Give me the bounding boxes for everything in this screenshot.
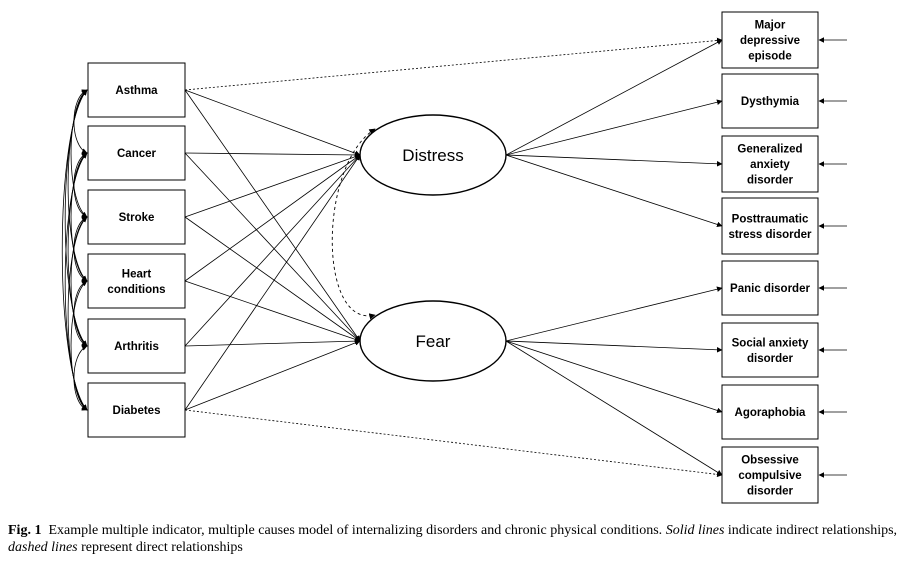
covariance-arc-cancer-heart: [70, 152, 88, 282]
indicator-box-ptsd: Posttraumatic stress disorder: [721, 197, 819, 255]
indicator-box-ocd-label: disorder: [747, 486, 794, 498]
indicator-box-ocd: Obsessive compulsive disorder: [721, 446, 819, 504]
cause-box-stroke: Stroke: [87, 189, 186, 245]
loading-distress-to-mde: [505, 39, 723, 156]
indicator-box-mde-label: episode: [748, 51, 791, 63]
path-stroke-to-distress: [184, 154, 361, 218]
path-diabetes-to-fear: [184, 340, 361, 411]
cause-box-stroke-label: Stroke: [119, 212, 155, 224]
cause-box-cancer-label: Cancer: [117, 148, 157, 160]
indicator-box-agoraphobia: Agoraphobia: [721, 384, 819, 440]
covariance-arc-stroke-arthritis: [70, 216, 88, 347]
cause-box-diabetes-label: Diabetes: [113, 405, 161, 417]
caption-text-2: indicate indirect relationships,: [727, 523, 898, 538]
indicator-box-gad-label: disorder: [747, 175, 794, 187]
indicator-box-dysthymia-label: Dysthymia: [741, 96, 800, 108]
indicator-box-mde: Major depressive episode: [721, 11, 819, 69]
latent-fear: Fear: [359, 300, 507, 382]
cause-box-heart: Heart conditions: [87, 253, 186, 309]
path-asthma-to-fear: [184, 89, 361, 342]
cause-box-heart-label: Heart: [122, 268, 152, 280]
indicator-box-social: Social anxiety disorder: [721, 322, 819, 378]
indicator-box-gad-label: Generalized: [737, 144, 802, 156]
cause-box-arthritis-label: Arthritis: [114, 341, 159, 353]
figure-label: Fig. 1: [8, 523, 42, 538]
indicator-box-panic-label: Panic disorder: [730, 283, 810, 295]
indicator-box-ocd-label: compulsive: [738, 470, 801, 482]
cause-box-heart-label: conditions: [107, 284, 165, 296]
indicator-box-agoraphobia-label: Agoraphobia: [735, 407, 807, 419]
indicator-box-social-label: Social anxiety: [732, 337, 809, 349]
caption-text-1: Example multiple indicator, multiple cau…: [48, 523, 663, 538]
path-diabetes-to-distress: [184, 154, 361, 411]
caption-dashed-lines: dashed lines: [8, 540, 78, 555]
cause-box-cancer: Cancer: [87, 125, 186, 181]
loading-distress-to-gad: [505, 154, 723, 167]
loading-fear-to-agoraphobia: [505, 340, 723, 414]
covariance-arc-stroke-diabetes: [67, 216, 88, 411]
path-arthritis-to-fear: [184, 338, 361, 347]
loading-fear-to-panic: [505, 286, 723, 342]
indicator-box-mde-label: Major: [755, 20, 786, 32]
loading-distress-to-ptsd: [505, 154, 723, 228]
indicator-box-social-label: disorder: [747, 353, 794, 365]
path-arthritis-to-distress: [184, 154, 361, 347]
caption-solid-lines: Solid lines: [665, 523, 725, 538]
covariance-arc-cancer-arthritis: [67, 152, 88, 347]
indicator-box-dysthymia: Dysthymia: [721, 73, 819, 129]
cause-box-asthma: Asthma: [87, 62, 186, 118]
caption-text-3: represent direct relationships: [81, 540, 243, 555]
latent-distress: Distress: [359, 114, 507, 196]
path-lines: [61, 37, 847, 478]
covariance-arc-heart-diabetes: [70, 280, 88, 411]
loading-distress-to-dysthymia: [505, 99, 723, 156]
cause-box-diabetes: Diabetes: [87, 382, 186, 438]
covariance-arc-asthma-heart: [67, 89, 88, 282]
path-heart-to-distress: [184, 154, 361, 282]
covariance-arc-arthritis-diabetes: [73, 345, 88, 411]
covariance-arc-cancer-diabetes: [64, 152, 88, 411]
path-stroke-to-fear: [184, 216, 361, 342]
latent-fear-label: Fear: [416, 332, 451, 351]
path-asthma-to-distress: [184, 89, 361, 156]
indicator-box-ptsd-label: Posttraumatic: [732, 213, 809, 225]
loading-fear-to-social: [505, 340, 723, 353]
indicator-box-panic: Panic disorder: [721, 260, 819, 316]
indicator-box-gad: Generalized anxiety disorder: [721, 135, 819, 193]
direct-path-diabetes-to-ocd: [184, 409, 723, 478]
direct-path-asthma-to-mde: [184, 37, 723, 91]
figure-caption: Fig. 1 Example multiple indicator, multi…: [8, 522, 913, 556]
cause-box-arthritis: Arthritis: [87, 318, 186, 374]
path-heart-to-fear: [184, 280, 361, 343]
indicator-box-gad-label: anxiety: [750, 159, 790, 171]
path-cancer-to-distress: [184, 152, 361, 158]
indicator-box-mde-label: depressive: [740, 35, 800, 47]
latent-distress-label: Distress: [402, 146, 463, 165]
indicator-box-ptsd-label: stress disorder: [728, 229, 812, 241]
path-cancer-to-fear: [184, 152, 361, 342]
covariance-arc-asthma-stroke: [70, 89, 88, 218]
loading-fear-to-ocd: [505, 340, 723, 476]
cause-box-asthma-label: Asthma: [115, 85, 158, 97]
indicator-box-ocd-label: Obsessive: [741, 455, 799, 467]
